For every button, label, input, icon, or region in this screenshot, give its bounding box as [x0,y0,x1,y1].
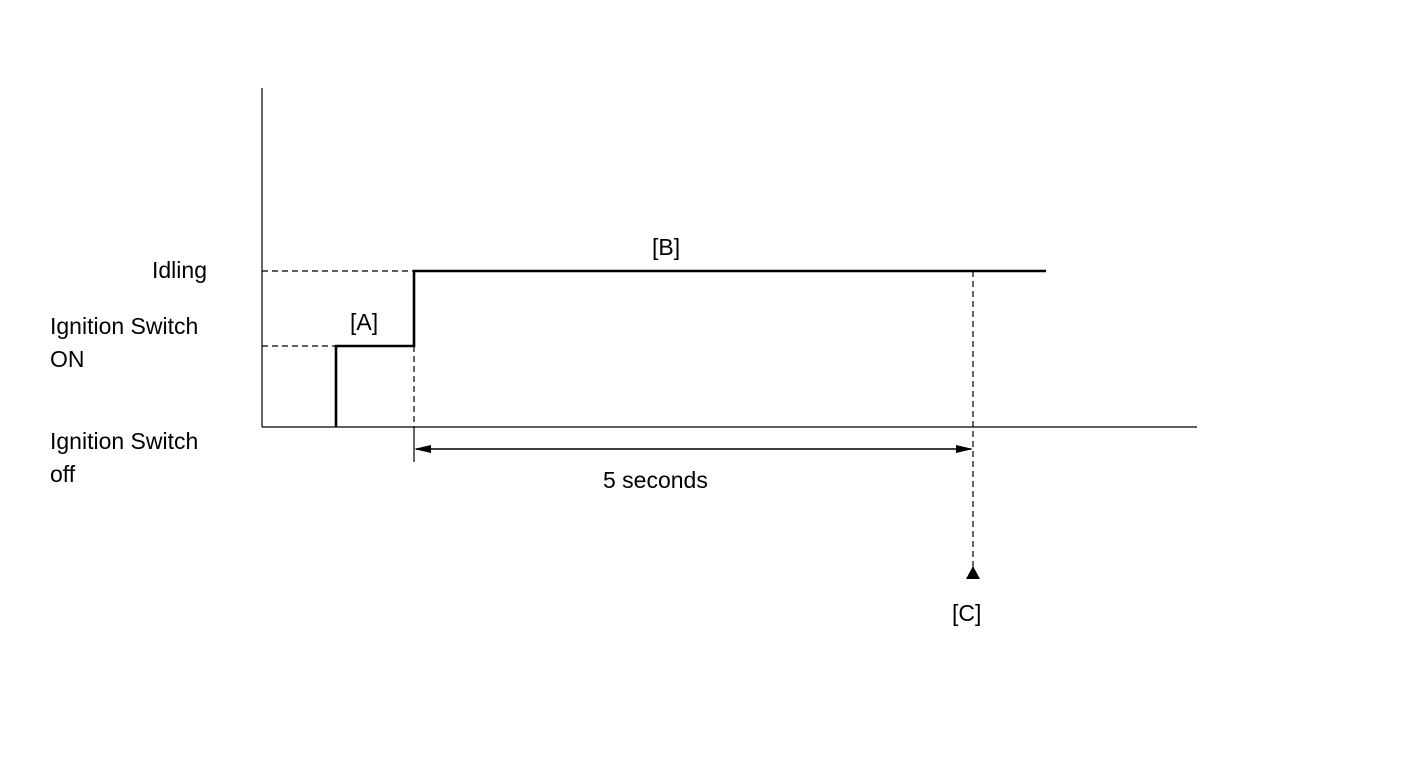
duration-label: 5 seconds [603,467,708,493]
ignition-off-label-line1: Ignition Switch [50,428,199,454]
dimension-arrowhead-left [414,445,431,453]
marker-a-label: [A] [350,309,379,335]
signal-step-line [334,269,1046,427]
ignition-off-label-line2: off [50,461,76,487]
marker-b-label: [B] [652,234,681,260]
dimension-arrowhead-right [956,445,973,453]
ignition-on-label-line2: ON [50,346,85,372]
idling-label: Idling [152,257,207,283]
ignition-on-label-line1: Ignition Switch [50,313,199,339]
marker-c-label: [C] [952,600,982,626]
c-marker-triangle [966,566,980,579]
